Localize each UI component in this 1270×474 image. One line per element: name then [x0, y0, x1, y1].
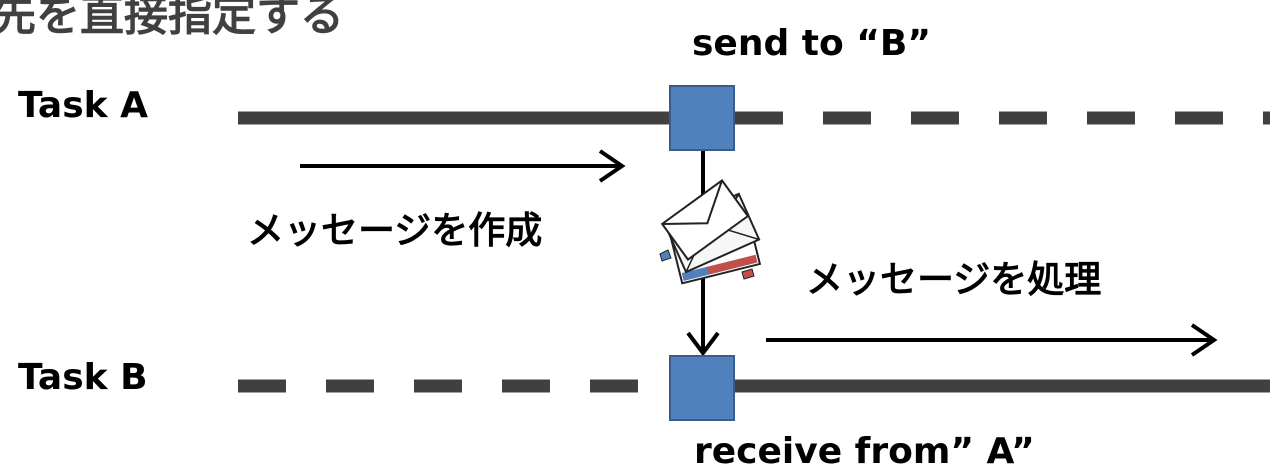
receive-event-box: [669, 355, 735, 421]
receive-event-label: receive from” A”: [694, 431, 1035, 472]
send-event-box: [669, 85, 735, 151]
create-message-label: メッセージを作成: [247, 209, 543, 252]
process-message-arrowhead: [1190, 323, 1218, 357]
send-event-label: send to “B”: [692, 23, 932, 64]
task-a-label: Task A: [18, 85, 148, 126]
message-arrowhead: [686, 331, 720, 357]
task-b-label: Task B: [18, 357, 148, 398]
create-message-arrowhead: [598, 149, 626, 183]
process-message-label: メッセージを処理: [806, 258, 1102, 301]
envelope-stack-icon: [659, 179, 762, 285]
page-heading-fragment: 先を直接指定する: [0, 0, 344, 41]
